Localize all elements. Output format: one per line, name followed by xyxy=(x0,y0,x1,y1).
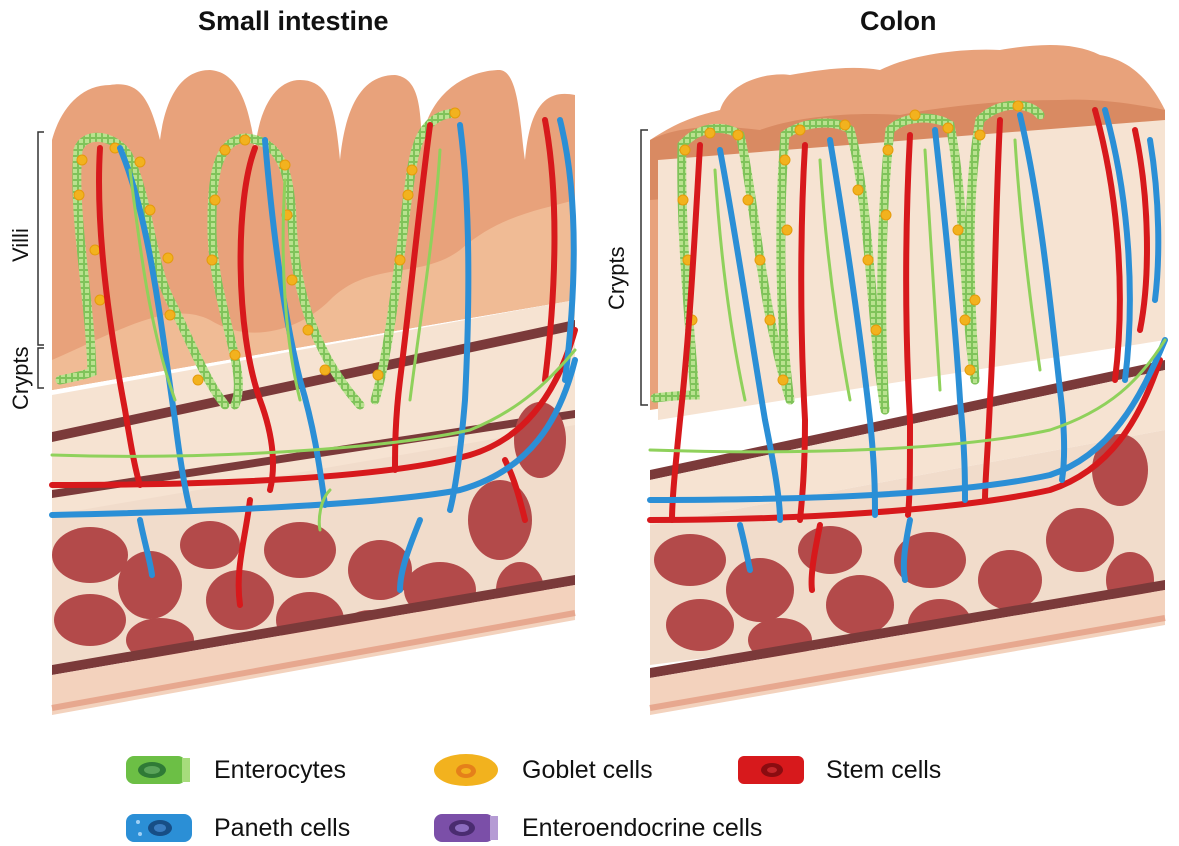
villi-label: Villi xyxy=(8,228,34,262)
crypts-bracket-left xyxy=(38,348,44,388)
legend-item-enteroendocrine-cells: Enteroendocrine cells xyxy=(432,810,762,846)
crypts-label-left: Crypts xyxy=(8,346,34,410)
legend-item-paneth-cells: Paneth cells xyxy=(124,810,350,846)
legend-item-goblet-cells: Goblet cells xyxy=(432,752,653,788)
paneth-cell-icon xyxy=(124,810,194,846)
crypts-bracket-right xyxy=(641,130,648,405)
legend-label-paneth-cells: Paneth cells xyxy=(214,814,350,843)
colon-panel xyxy=(641,45,1165,715)
stem-cell-icon xyxy=(736,752,806,788)
small-intestine-panel xyxy=(38,70,575,715)
crypts-label-right: Crypts xyxy=(604,246,630,310)
goblet-cell-icon xyxy=(432,752,502,788)
enterocyte-icon xyxy=(124,752,194,788)
legend-label-stem-cells: Stem cells xyxy=(826,756,941,785)
legend-label-goblet-cells: Goblet cells xyxy=(522,756,653,785)
enteroendocrine-cell-icon xyxy=(432,810,502,846)
villi-bracket xyxy=(38,132,44,345)
legend-label-enteroendocrine-cells: Enteroendocrine cells xyxy=(522,814,762,843)
legend-item-enterocytes: Enterocytes xyxy=(124,752,346,788)
legend-label-enterocytes: Enterocytes xyxy=(214,756,346,785)
legend-item-stem-cells: Stem cells xyxy=(736,752,941,788)
